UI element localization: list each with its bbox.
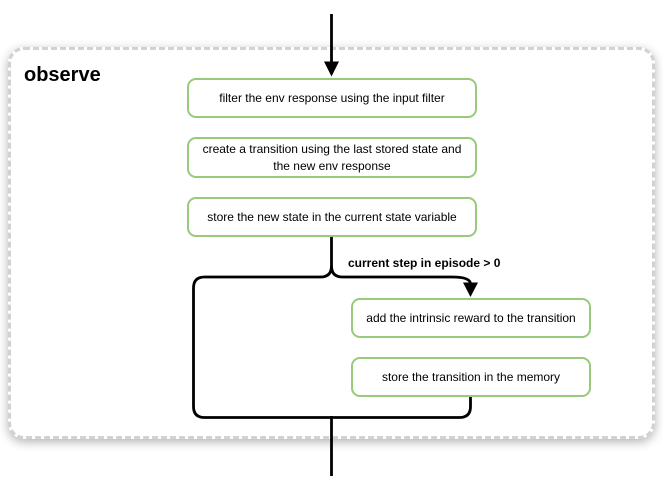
node-store-new-state: store the new state in the current state… [187, 197, 477, 237]
node-label: filter the env response using the input … [219, 90, 445, 105]
condition-label: current step in episode > 0 [348, 256, 501, 270]
group-title: observe [24, 64, 101, 86]
node-filter-env-response: filter the env response using the input … [187, 78, 477, 118]
node-store-transition-memory: store the transition in the memory [351, 357, 591, 397]
node-create-transition: create a transition using the last store… [187, 137, 477, 178]
node-label: create a transition using the last store… [202, 142, 462, 173]
node-label: add the intrinsic reward to the transiti… [366, 310, 576, 325]
node-add-intrinsic-reward: add the intrinsic reward to the transiti… [351, 298, 591, 338]
node-label: store the new state in the current state… [207, 209, 457, 224]
node-label: store the transition in the memory [381, 369, 561, 384]
